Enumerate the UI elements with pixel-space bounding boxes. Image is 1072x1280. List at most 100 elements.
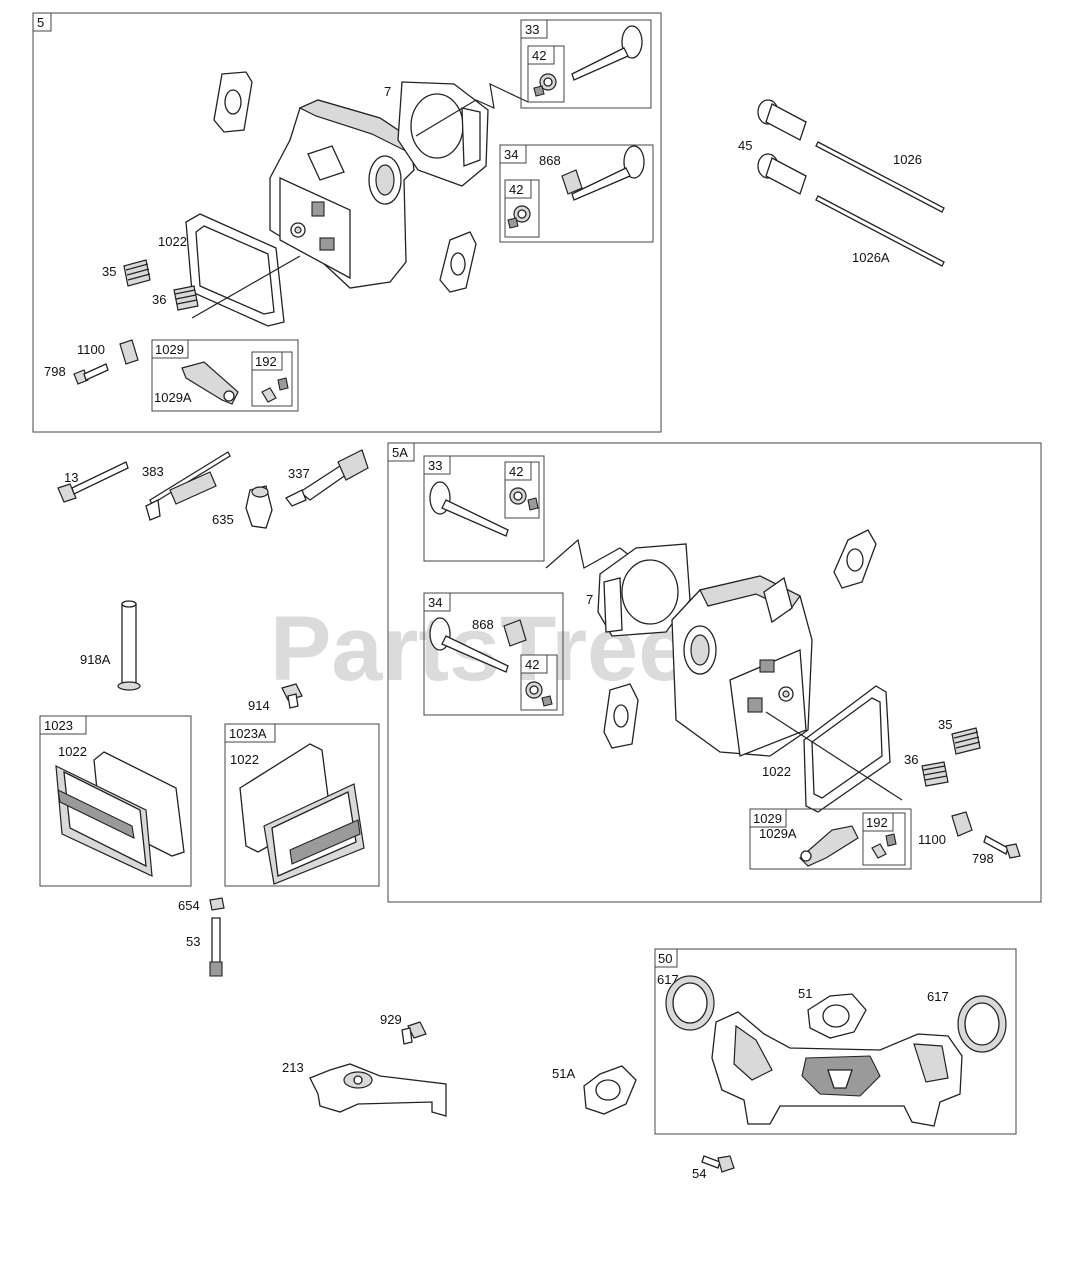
pushrod-1026a[interactable] — [815, 195, 945, 267]
valve-33-top[interactable] — [571, 25, 643, 81]
intake-manifold[interactable] — [711, 1011, 963, 1127]
tappet-45-b[interactable] — [757, 153, 807, 195]
box-1023a — [224, 723, 380, 887]
callout-13: 13 — [64, 470, 78, 485]
box-33-5a — [423, 455, 545, 562]
callout-1022-top: 1022 — [158, 234, 187, 249]
spring-36-5a[interactable] — [921, 761, 949, 787]
screw-192-5a[interactable] — [885, 833, 897, 847]
head-gasket-top[interactable] — [397, 81, 489, 187]
group-5-label: 5 — [37, 15, 44, 30]
valve-guide-868-top[interactable] — [561, 169, 583, 195]
callout-654: 654 — [178, 898, 200, 913]
callout-868-5a: 868 — [472, 617, 494, 632]
bolt-798-top[interactable] — [73, 363, 109, 385]
screw-192-top[interactable] — [277, 377, 289, 391]
bolt-54[interactable] — [701, 1155, 735, 1173]
screw-929[interactable] — [401, 1021, 427, 1045]
dipstick-tube-918a[interactable] — [117, 600, 141, 691]
pushrod-1026[interactable] — [815, 141, 945, 213]
label-42-top2: 42 — [509, 182, 523, 197]
callout-51a: 51A — [552, 1066, 575, 1081]
valve-34-5a[interactable] — [429, 617, 509, 673]
label-42-5a: 42 — [509, 464, 523, 479]
callout-918a: 918A — [80, 652, 111, 667]
callout-1026a: 1026A — [852, 250, 890, 265]
stud-53[interactable] — [209, 917, 223, 977]
group-5a-label: 5A — [392, 445, 408, 460]
retainer-42-5a-hole — [513, 491, 523, 501]
rocker-nut-1100-5a[interactable] — [951, 811, 973, 837]
rocker-pivot-5a — [800, 850, 812, 862]
retainer-42-top-hole — [543, 77, 553, 87]
box-1023 — [39, 715, 192, 887]
tag-50 — [654, 948, 678, 968]
bolt-798-5a[interactable] — [983, 835, 1021, 859]
callout-36-5a: 36 — [904, 752, 918, 767]
callout-36-top: 36 — [152, 292, 166, 307]
cylinder-head-top[interactable] — [269, 99, 415, 289]
spark-plug-337[interactable] — [285, 449, 369, 507]
rocker-gasket-5a[interactable] — [803, 685, 891, 813]
callout-1022-1023: 1022 — [58, 744, 87, 759]
callout-53: 53 — [186, 934, 200, 949]
callout-337: 337 — [288, 466, 310, 481]
label-34-5a: 34 — [428, 595, 442, 610]
label-1023a: 1023A — [229, 726, 267, 741]
callout-1029a-top: 1029A — [154, 390, 192, 405]
nut-192-5a[interactable] — [871, 843, 887, 859]
tag-192-5a — [862, 812, 894, 832]
tag-192-top — [251, 351, 283, 371]
keeper-42-5a2[interactable] — [541, 695, 553, 707]
rocker-cover-1023a[interactable] — [263, 783, 365, 885]
pushrod-group: 45 1026 1026A — [738, 99, 945, 267]
group-5a: 5A 33 42 7 34 868 42 — [387, 442, 1042, 903]
spring-35-top[interactable] — [123, 259, 151, 287]
rocker-nut-1100-top[interactable] — [119, 339, 139, 365]
o-ring-617-left[interactable] — [665, 975, 715, 1031]
breather-tube-383[interactable] — [145, 451, 231, 521]
label-1023: 1023 — [44, 718, 73, 733]
rocker-gasket-top[interactable] — [185, 213, 285, 327]
rocker-pivot-top — [223, 390, 235, 402]
callout-7-5a: 7 — [586, 592, 593, 607]
valve-34-top[interactable] — [571, 145, 645, 201]
gasket-1022-1023[interactable] — [93, 751, 185, 857]
keeper-42-5a[interactable] — [527, 497, 539, 511]
box-33-top — [520, 19, 652, 109]
nut-654[interactable] — [209, 897, 225, 911]
lower-middle-parts: 929 213 51A — [282, 1012, 637, 1117]
callout-914: 914 — [248, 698, 270, 713]
gasket-51[interactable] — [807, 993, 867, 1039]
group-5-tag — [32, 12, 52, 32]
callout-45: 45 — [738, 138, 752, 153]
bracket-213[interactable] — [309, 1063, 447, 1117]
gasket-51a-port — [595, 1079, 621, 1101]
tag-33-top — [520, 19, 548, 39]
group-50: 50 617 51 617 54 — [654, 948, 1017, 1181]
cylinder-head-5a[interactable] — [671, 575, 813, 757]
tag-42-top2 — [504, 179, 532, 199]
callout-213: 213 — [282, 1060, 304, 1075]
head-bolt-13[interactable] — [57, 461, 129, 503]
keeper-42-top[interactable] — [533, 85, 545, 97]
rocker-arm-1029a-5a[interactable] — [799, 825, 859, 867]
callout-51: 51 — [798, 986, 812, 1001]
plug-boot-635[interactable] — [245, 485, 273, 529]
group-5-frame — [32, 12, 662, 433]
box-1029-5a — [749, 808, 912, 870]
head-gasket-5a[interactable] — [597, 543, 691, 637]
tappet-45-a[interactable] — [757, 99, 807, 141]
o-ring-617-right[interactable] — [957, 995, 1007, 1053]
callout-1022-1023a: 1022 — [230, 752, 259, 767]
screw-914[interactable] — [281, 683, 303, 709]
spring-36-top[interactable] — [173, 285, 199, 311]
keeper-42-top2[interactable] — [507, 217, 519, 229]
nut-192-top[interactable] — [261, 387, 277, 403]
valve-33-5a[interactable] — [429, 481, 509, 537]
retainer-42-top2-hole — [517, 209, 527, 219]
spring-35-5a[interactable] — [951, 727, 981, 755]
rocker-cover-1023[interactable] — [55, 764, 153, 877]
valve-guide-868-5a[interactable] — [503, 619, 527, 647]
